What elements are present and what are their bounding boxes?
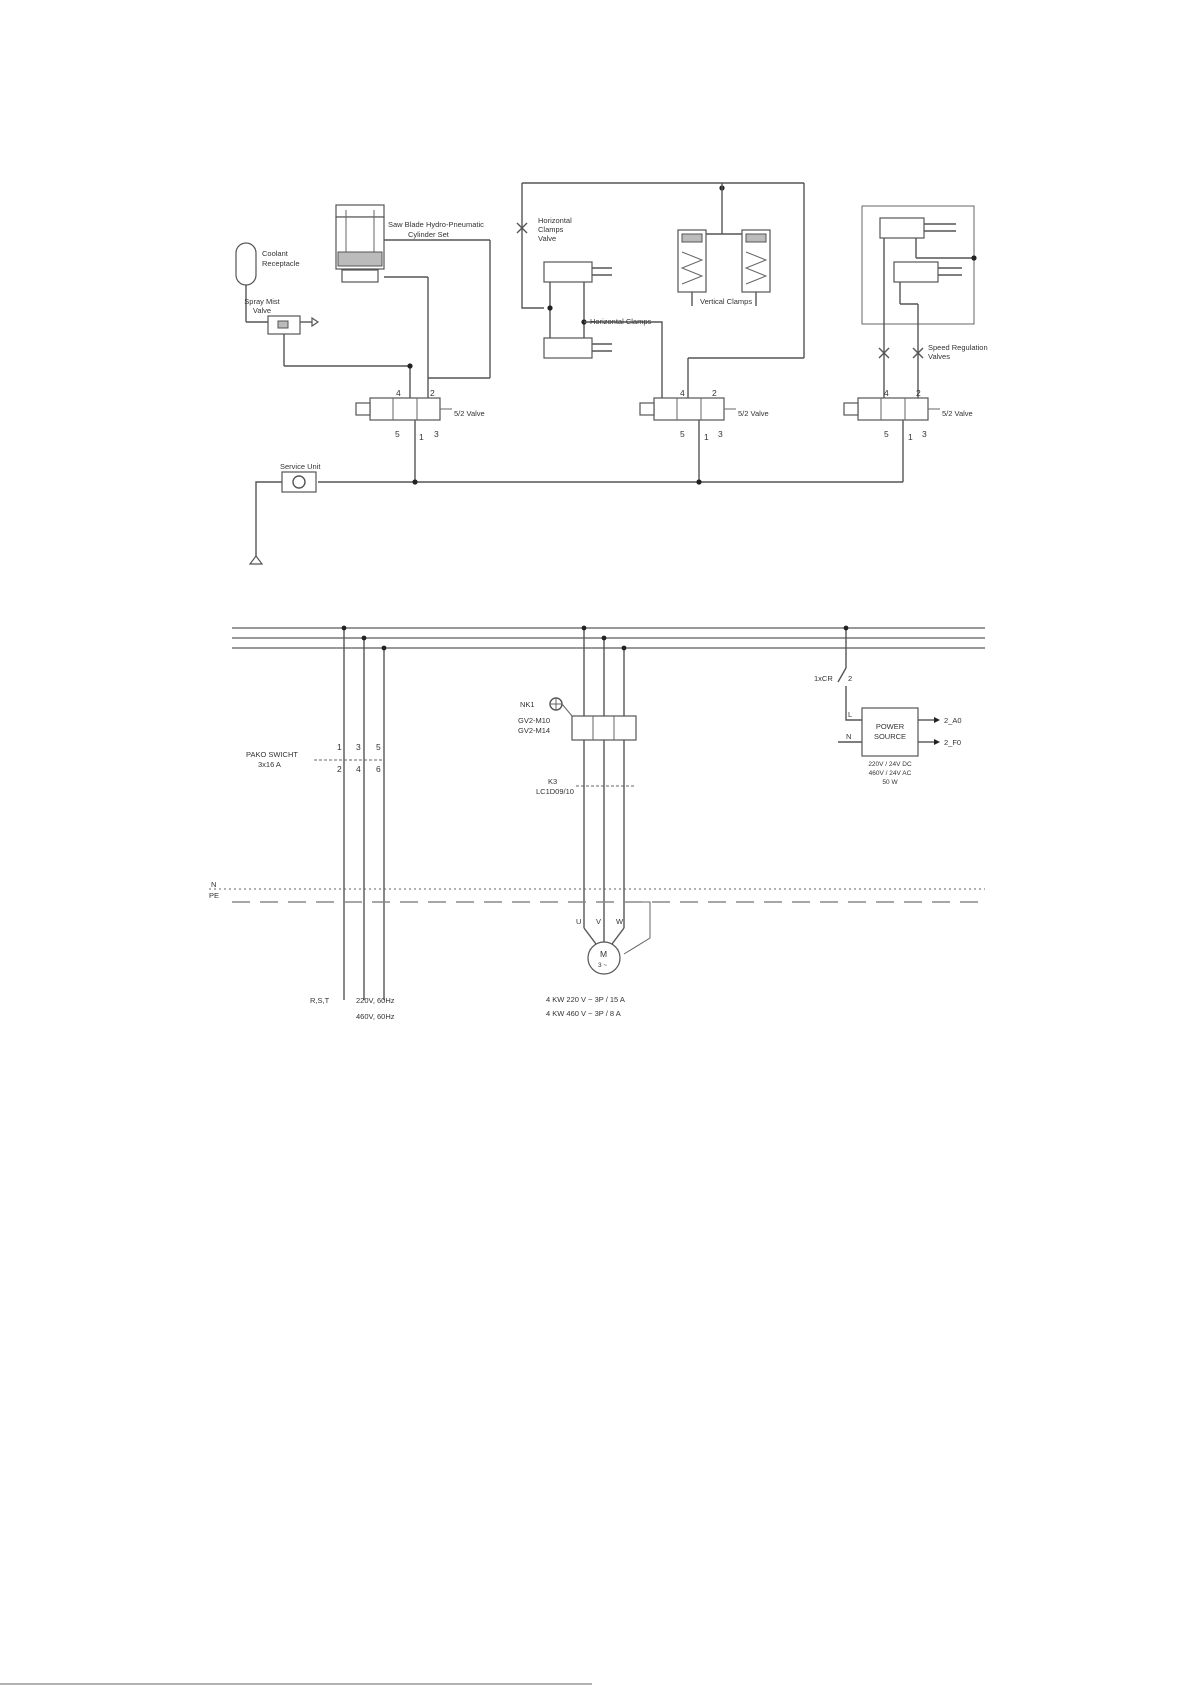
power-source-label-2: SOURCE <box>874 732 906 741</box>
ps-n-label: N <box>846 732 851 741</box>
supply-label: R,S,T <box>310 996 330 1005</box>
speed-valves-label-1: Speed Regulation <box>928 343 988 352</box>
v2-port-3: 3 <box>718 429 723 439</box>
switch-pin-5: 5 <box>376 742 381 752</box>
v1-port-4: 4 <box>396 388 401 398</box>
speed-regulated-cylinders: Speed Regulation Valves <box>861 205 988 398</box>
v3-label: 5/2 Valve <box>942 409 973 418</box>
horizontal-clamps: Horizontal Clamps Valve Horizontal Clamp… <box>516 182 805 398</box>
h-clamps-valve-label-3: Valve <box>538 234 556 243</box>
v2-port-4: 4 <box>680 388 685 398</box>
motor-rating-2: 4 KW 460 V ~ 3P / 8 A <box>546 1009 621 1018</box>
ps-spec-1: 220V / 24V DC <box>868 761 912 768</box>
breaker-label-1: NK1 <box>520 700 535 709</box>
v3-port-5: 5 <box>884 429 889 439</box>
electrical-circuit: 1 3 5 2 4 6 PAKO SWICHT 3x16 A R,S,T 220… <box>209 625 985 1021</box>
valve-3: 4 2 5 1 3 5/2 Valve <box>843 388 973 482</box>
v1-port-3: 3 <box>434 429 439 439</box>
v1-port-2: 2 <box>430 388 435 398</box>
v3-port-2: 2 <box>916 388 921 398</box>
supply-voltage-1: 220V, 60Hz <box>356 996 395 1005</box>
switch-pin-6: 6 <box>376 764 381 774</box>
speed-valves-label-2: Valves <box>928 352 950 361</box>
v3-port-3: 3 <box>922 429 927 439</box>
neutral-and-earth: N PE <box>209 880 985 903</box>
v1-port-5: 5 <box>395 429 400 439</box>
h-clamps-valve-label-2: Clamps <box>538 225 564 234</box>
v2-port-5: 5 <box>680 429 685 439</box>
switch-pin-1: 1 <box>337 742 342 752</box>
switch-pin-4: 4 <box>356 764 361 774</box>
motor-phase-label: 3 ~ <box>598 962 607 969</box>
power-source-branch: 1xCR 2 L N POWER SOURCE 2_A0 2_F0 220V /… <box>814 625 962 786</box>
relay-pin-label: 2 <box>848 674 852 683</box>
saw-cylinder-label-1: Saw Blade Hydro-Pneumatic <box>388 220 484 229</box>
saw-blade-cylinder-set: Saw Blade Hydro-Pneumatic Cylinder Set <box>335 204 490 283</box>
v1-port-1: 1 <box>419 432 424 442</box>
ps-spec-2: 460V / 24V AC <box>869 770 912 777</box>
v2-label: 5/2 Valve <box>738 409 769 418</box>
vertical-clamps: Vertical Clamps <box>677 183 771 398</box>
contactor-label-1: K3 <box>548 777 557 786</box>
phase-w-label: W <box>616 917 624 926</box>
coolant-receptacle: Coolant Receptacle <box>235 242 300 322</box>
relay-label: 1xCR <box>814 674 833 683</box>
pe-line-label: PE <box>209 891 219 900</box>
ps-out-1: 2_A0 <box>944 716 962 725</box>
contactor-label-2: LC1D09/10 <box>536 787 574 796</box>
rotary-switch-label-1: PAKO SWICHT <box>246 750 298 759</box>
saw-cylinder-label-2: Cylinder Set <box>408 230 450 239</box>
spray-valve-label-2: Valve <box>253 306 271 315</box>
v2-port-1: 1 <box>704 432 709 442</box>
coolant-label-1: Coolant <box>262 249 289 258</box>
motor-icon <box>587 941 621 975</box>
horizontal-clamps-label: Horizontal Clamps <box>590 317 652 326</box>
valve-2: 4 2 5 1 3 5/2 Valve <box>639 388 769 482</box>
switch-pin-2: 2 <box>337 764 342 774</box>
breaker-label-2: GV2-M10 <box>518 716 550 725</box>
rotary-switch-label-2: 3x16 A <box>258 760 281 769</box>
supply-voltage-2: 460V, 60Hz <box>356 1012 395 1021</box>
phase-v-label: V <box>596 917 601 926</box>
breaker-label-3: GV2-M14 <box>518 726 550 735</box>
spray-mist-valve: Spray Mist Valve <box>244 297 410 367</box>
ps-l-label: L <box>848 710 852 719</box>
valve-1: 4 2 5 1 3 5/2 Valve <box>355 240 491 482</box>
motor-m-label: M <box>600 949 607 959</box>
v3-port-4: 4 <box>884 388 889 398</box>
h-clamps-valve-label-1: Horizontal <box>538 216 572 225</box>
coolant-label-2: Receptacle <box>262 259 300 268</box>
n-line-label: N <box>211 880 216 889</box>
motor-rating-1: 4 KW 220 V ~ 3P / 15 A <box>546 995 625 1004</box>
v3-port-1: 1 <box>908 432 913 442</box>
phase-u-label: U <box>576 917 581 926</box>
switch-pin-3: 3 <box>356 742 361 752</box>
rotary-switch: 1 3 5 2 4 6 PAKO SWICHT 3x16 A R,S,T 220… <box>246 625 395 1021</box>
power-source-label-1: POWER <box>876 722 905 731</box>
v1-label: 5/2 Valve <box>454 409 485 418</box>
power-source-box <box>861 707 919 757</box>
motor-branch: NK1 GV2-M10 GV2-M14 K3 LC1D09/10 U V W M… <box>518 625 651 1018</box>
ps-out-2: 2_F0 <box>944 738 961 747</box>
service-unit-label: Service Unit <box>280 462 321 471</box>
vertical-clamps-label: Vertical Clamps <box>700 297 752 306</box>
spray-valve-label-1: Spray Mist <box>244 297 280 306</box>
service-unit: Service Unit <box>248 462 903 565</box>
v2-port-2: 2 <box>712 388 717 398</box>
ps-spec-3: 50 W <box>882 779 898 786</box>
pneumatic-circuit: Coolant Receptacle Spray Mist Valve Saw <box>235 182 988 565</box>
